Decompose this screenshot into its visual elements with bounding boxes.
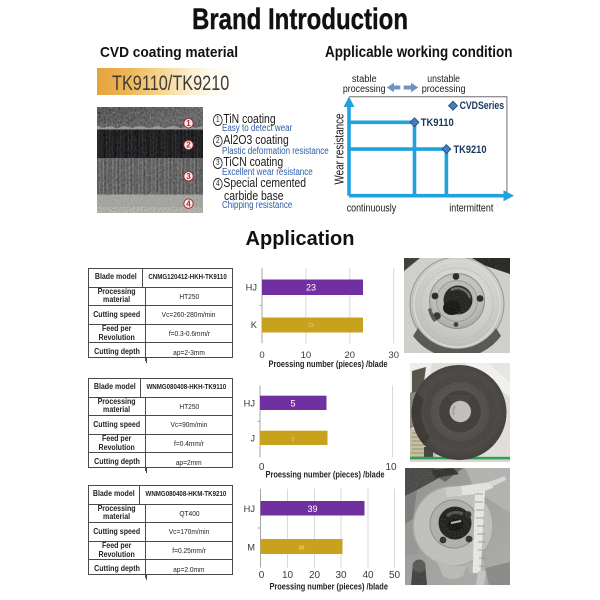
- svg-text:Wear resistance: Wear resistance: [332, 114, 347, 185]
- svg-text:50: 50: [389, 570, 400, 581]
- svg-text:39: 39: [307, 504, 317, 514]
- svg-text:HJ: HJ: [244, 504, 255, 514]
- svg-text:continuously: continuously: [347, 203, 397, 215]
- svg-text:30: 30: [335, 570, 347, 581]
- svg-text:Proessing number (pieces) /bla: Proessing number (pieces) /blade: [266, 470, 385, 480]
- svg-text:0: 0: [259, 462, 265, 473]
- svg-text:Proessing number (pieces) /bla: Proessing number (pieces) /blade: [269, 359, 388, 369]
- svg-text:J: J: [250, 434, 255, 444]
- svg-text:0: 0: [259, 570, 265, 581]
- svg-text:3: 3: [186, 172, 191, 181]
- svg-text:intermittent: intermittent: [449, 203, 493, 215]
- svg-text:2: 2: [186, 141, 191, 150]
- svg-text:5: 5: [292, 437, 295, 443]
- svg-text:4: 4: [186, 199, 191, 208]
- svg-text:20: 20: [345, 350, 356, 361]
- svg-text:10: 10: [301, 350, 312, 361]
- svg-text:30: 30: [388, 350, 399, 361]
- svg-text:M: M: [247, 543, 255, 553]
- svg-text:HJ: HJ: [244, 399, 255, 409]
- svg-text:0: 0: [259, 350, 264, 361]
- svg-text:30: 30: [299, 546, 305, 552]
- svg-text:1: 1: [186, 119, 191, 128]
- svg-text:CVDSeries: CVDSeries: [460, 100, 505, 112]
- svg-text:TK9210: TK9210: [454, 144, 487, 156]
- svg-text:5: 5: [290, 399, 295, 409]
- svg-text:processing: processing: [343, 84, 386, 95]
- svg-text:23: 23: [308, 323, 314, 329]
- svg-text:Proessing number (pieces) /bla: Proessing number (pieces) /blade: [269, 582, 388, 592]
- svg-text:K: K: [251, 320, 258, 330]
- svg-text:40: 40: [362, 570, 374, 581]
- svg-text:processing: processing: [422, 84, 466, 95]
- svg-text:10: 10: [282, 570, 294, 581]
- svg-text:TK9110: TK9110: [421, 117, 454, 129]
- svg-text:20: 20: [309, 570, 321, 581]
- svg-text:unstable: unstable: [427, 74, 460, 85]
- svg-text:10: 10: [385, 462, 397, 473]
- svg-text:HJ: HJ: [246, 283, 257, 293]
- svg-text:23: 23: [306, 283, 316, 293]
- svg-text:stable: stable: [352, 74, 377, 85]
